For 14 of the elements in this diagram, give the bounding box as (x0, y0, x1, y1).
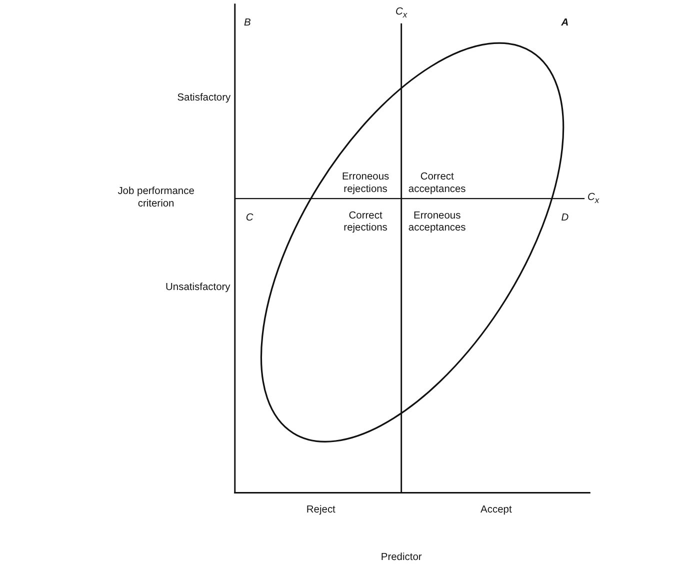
quadrant-letter: B (244, 16, 251, 28)
axis-category-label: Satisfactory (177, 90, 231, 104)
quadrant-letter: A (561, 16, 569, 28)
quadrant-letter: C (246, 210, 254, 224)
axis-category-label: Accept (480, 502, 512, 516)
axis-title: Job performance criterion (116, 184, 196, 210)
quadrant-label: Correct acceptances (406, 170, 468, 195)
cutoff-label: C$_{x}$ (396, 5, 408, 22)
cutoff-label: C$_{x}$ (587, 190, 600, 206)
axis-category-label: Unsatisfactory (166, 280, 230, 292)
quadrant-label: Erroneous acceptances (406, 208, 468, 234)
quadrant-letter: D (561, 210, 569, 224)
axis-category-label: Reject (306, 502, 336, 516)
axis-title: Predictor (380, 550, 422, 562)
